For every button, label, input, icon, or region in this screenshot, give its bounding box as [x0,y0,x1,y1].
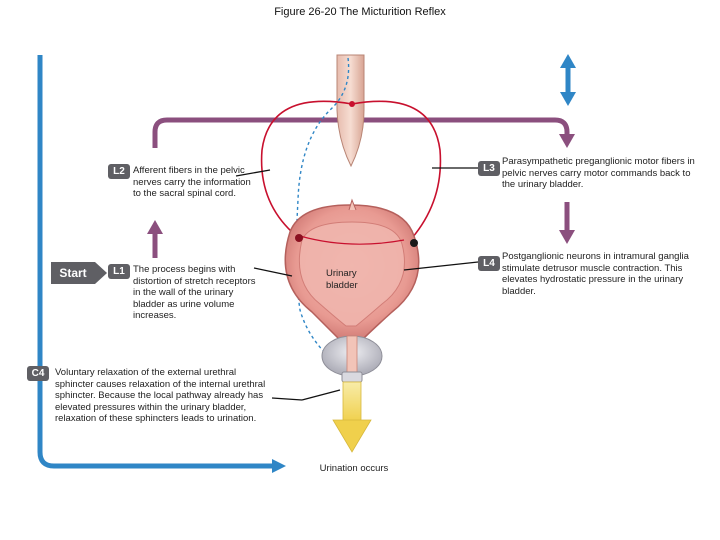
badge-c4: C4 [27,366,49,381]
urinary-bladder-illustration [284,198,420,341]
spinal-cord-illustration [336,54,365,168]
leader-lines [235,167,479,401]
sphincter-illustration [321,335,383,383]
badge-l1: L1 [108,264,130,279]
urine-flow-arrow [332,381,372,453]
dashed-voluntary-nerve [295,57,350,371]
pelvic-nerve-loop [260,100,442,239]
bladder-label: Urinary bladder [326,268,358,291]
urination-label: Urination occurs [319,463,389,474]
badge-l3: L3 [478,161,500,176]
blue-updown-arrow [560,54,576,106]
step-l2-text: Afferent fibers in the pelvic nerves car… [133,165,251,200]
step-l1-text: The process begins with distortion of st… [133,264,256,322]
badge-l2: L2 [108,164,130,179]
step-l4-text: Postganglionic neurons in intramural gan… [502,251,689,297]
figure-title: Figure 26-20 The Micturition Reflex [274,6,446,18]
blue-pathway-arrow [37,55,286,473]
step-c4-text: Voluntary relaxation of the external ure… [55,367,266,425]
purple-up-arrow [147,220,163,258]
start-marker: Start [51,262,107,284]
purple-loop-arrow [152,117,575,148]
purple-down-arrow [559,202,575,244]
step-l3-text: Parasympathetic preganglionic motor fibe… [502,156,695,191]
badge-l4: L4 [478,256,500,271]
